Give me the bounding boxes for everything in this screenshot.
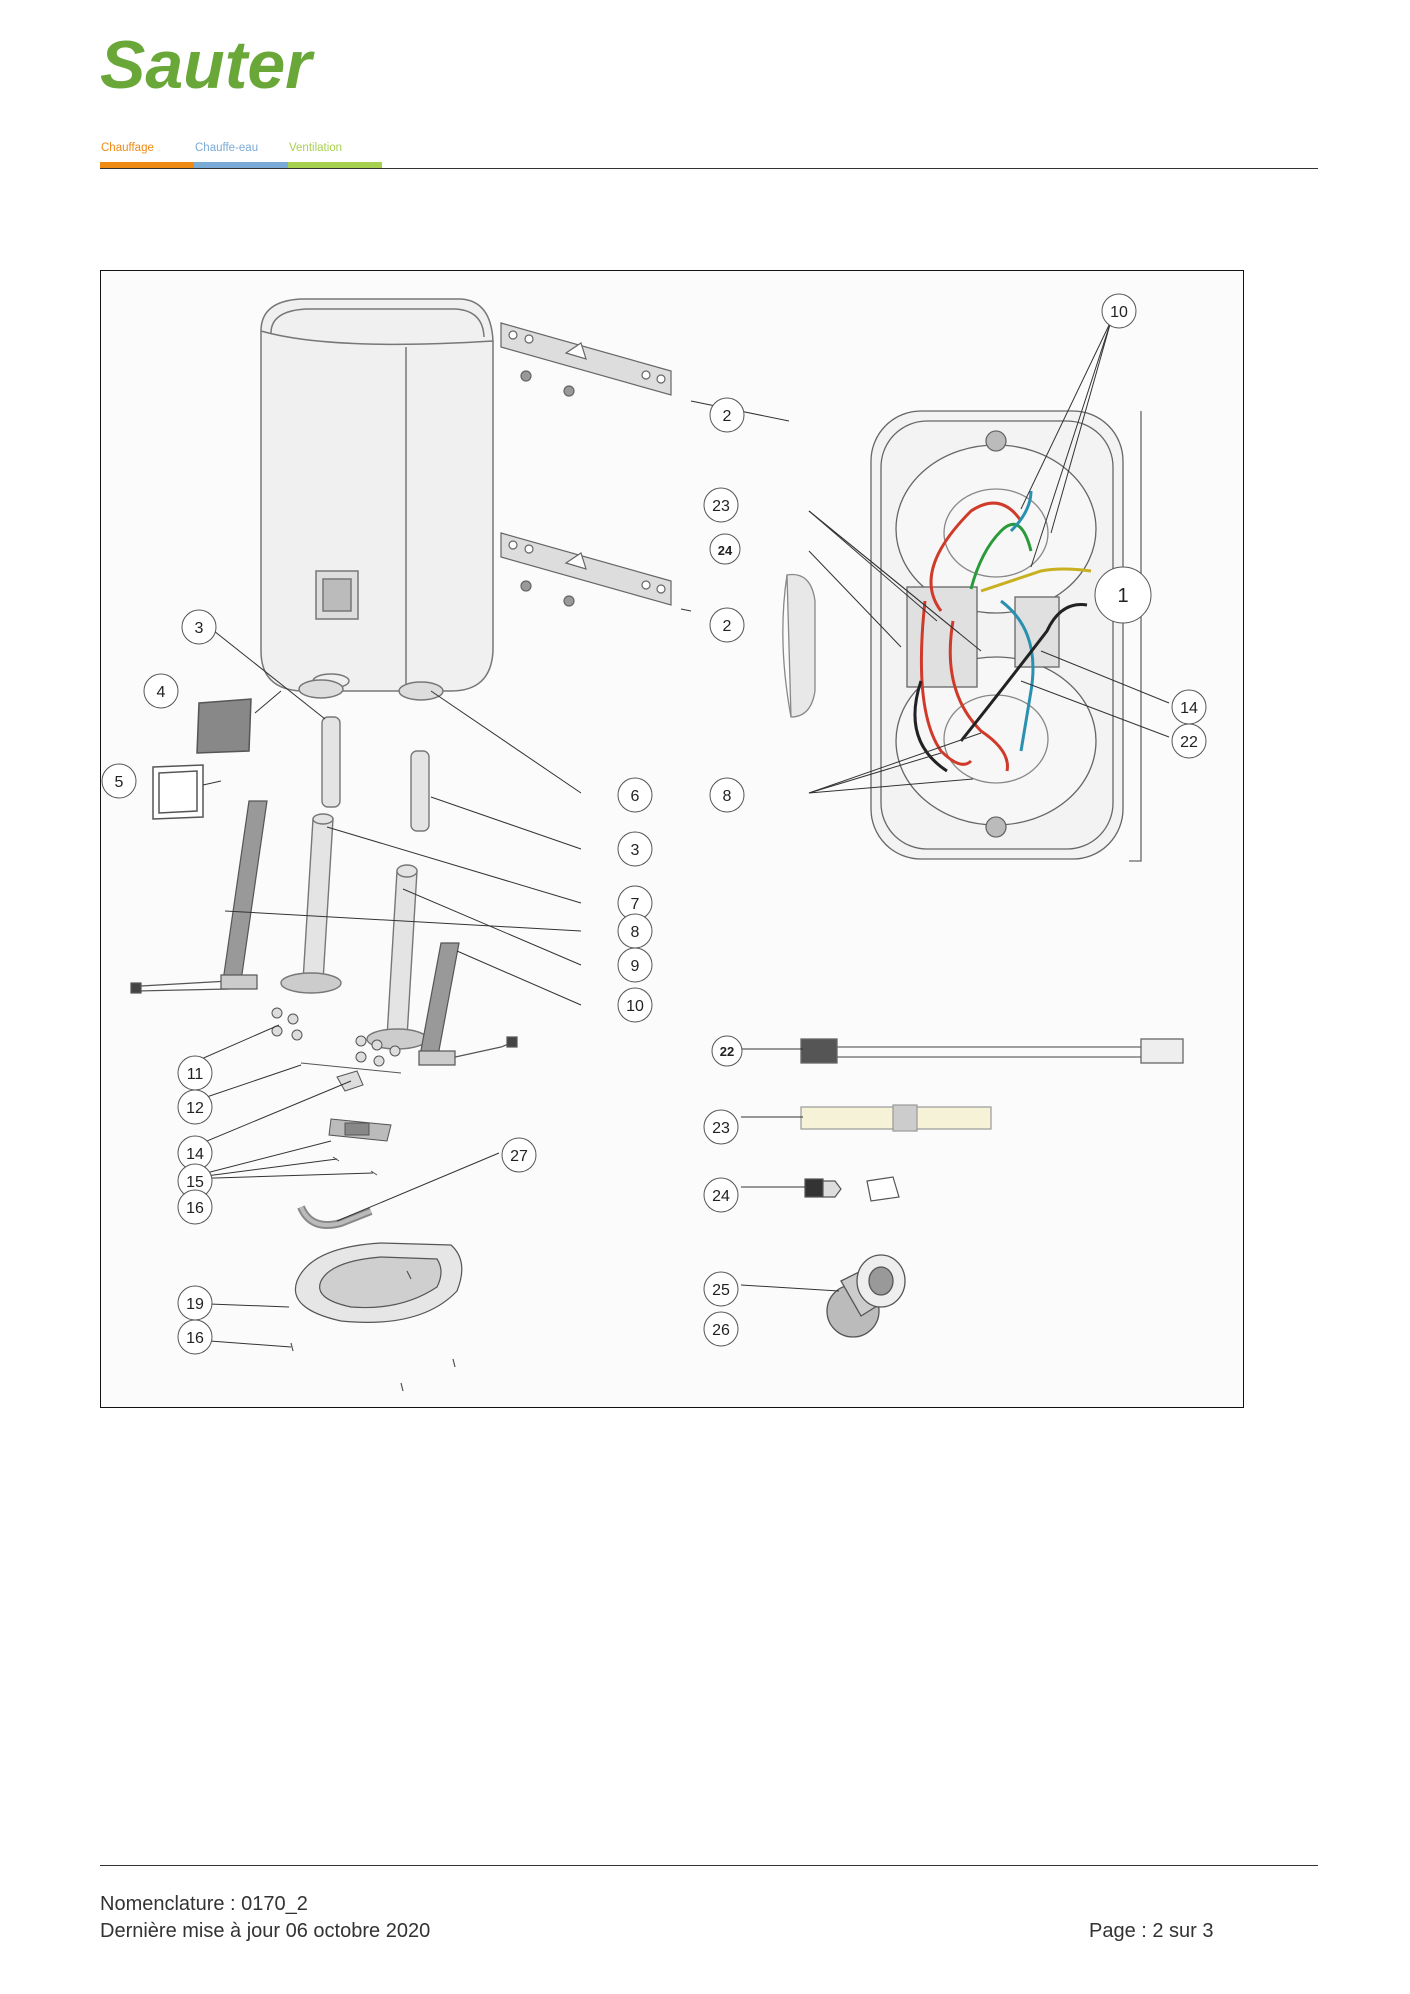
callout-14-right-label: 14: [1180, 700, 1198, 717]
callout-22-right-label: 22: [1180, 734, 1198, 751]
callout-8-mid: 8: [617, 913, 653, 949]
logo-wordmark: Sauter: [100, 30, 315, 100]
category-chauffe-eau-bar: [194, 162, 288, 168]
wiring: [913, 490, 1092, 773]
footer-rule: [100, 1865, 1318, 1866]
sauter-logo: Sauter: [98, 27, 388, 103]
callout-12-label: 12: [186, 1100, 204, 1117]
callout-24-top-label: 24: [718, 543, 733, 558]
callout-19: 19: [177, 1285, 213, 1321]
callout-7-label: 7: [631, 896, 640, 913]
callout-25: 25: [703, 1271, 739, 1307]
display-parts: [152, 698, 252, 820]
callout-10-top-label: 10: [1110, 304, 1128, 321]
footer-page-number: Page : 2 sur 3: [1089, 1920, 1214, 1942]
callout-1-label: 1: [1117, 585, 1128, 607]
category-ventilation-bar: [288, 162, 382, 168]
callout-16-bottom: 16: [177, 1319, 213, 1355]
exploded-view-diagram: 10 2 23 24 1 2 3 4 5 6 8 14 22 3 7 8 9 1…: [100, 270, 1244, 1408]
callout-23-top: 23: [703, 487, 739, 523]
callout-27: 27: [501, 1137, 537, 1173]
connector-24: [804, 1176, 900, 1202]
callout-2-bottom: 2: [709, 607, 745, 643]
tank: [260, 298, 494, 701]
callout-12: 12: [177, 1089, 213, 1125]
thermostat-knob-24: [782, 573, 816, 718]
callout-2-top-label: 2: [723, 408, 732, 425]
category-chauffe-eau-label: Chauffe-eau: [195, 142, 259, 154]
small-hardware: [271, 1007, 402, 1229]
header-rule: [100, 168, 1318, 169]
callout-3-left: 3: [181, 609, 217, 645]
exploded-view-svg: 10 2 23 24 1 2 3 4 5 6 8 14 22 3 7 8 9 1…: [101, 293, 1207, 1392]
anodes: [280, 716, 430, 1050]
category-ventilation: Ventilation: [288, 142, 382, 168]
callout-16-top: 16: [177, 1189, 213, 1225]
callout-6: 6: [617, 777, 653, 813]
footer-last-update: Dernière mise à jour 06 octobre 2020: [100, 1920, 431, 1942]
callout-16-top-label: 16: [186, 1200, 204, 1217]
callout-22-bottom-label: 22: [720, 1044, 734, 1059]
callout-3-mid: 3: [617, 831, 653, 867]
callout-5: 5: [101, 763, 137, 799]
callout-3-mid-label: 3: [631, 842, 640, 859]
callout-22-right: 22: [1171, 723, 1207, 759]
callout-15-label: 15: [186, 1174, 204, 1191]
wall-bracket-bottom: [500, 532, 672, 607]
callout-16-bottom-label: 16: [186, 1330, 204, 1347]
callout-26-label: 26: [712, 1322, 730, 1339]
fitting-25-26: [826, 1254, 906, 1338]
cable-22: [800, 1038, 1184, 1064]
callout-27-label: 27: [510, 1148, 528, 1165]
category-chauffage-label: Chauffage: [101, 142, 154, 154]
callout-14-right: 14: [1171, 689, 1207, 725]
callout-22-bottom: 22: [711, 1035, 743, 1067]
electrical-compartment: [870, 410, 1142, 862]
callout-8-right-label: 8: [723, 788, 732, 805]
callout-23-bottom: 23: [703, 1109, 739, 1145]
callout-23-bottom-label: 23: [712, 1120, 730, 1137]
footer-nomenclature: Nomenclature : 0170_2: [100, 1893, 308, 1915]
callout-11-label: 11: [187, 1066, 204, 1083]
callout-9-label: 9: [631, 958, 640, 975]
callout-10-mid: 10: [617, 987, 653, 1023]
wall-bracket-top: [500, 322, 672, 397]
callout-24-top: 24: [709, 533, 741, 565]
callout-10-mid-label: 10: [626, 998, 644, 1015]
category-bar: Chauffage Chauffe-eau Ventilation: [100, 142, 382, 168]
callout-9: 9: [617, 947, 653, 983]
callout-4: 4: [143, 673, 179, 709]
callout-4-label: 4: [157, 684, 166, 701]
callout-1: 1: [1094, 566, 1152, 624]
callout-8-mid-label: 8: [631, 924, 640, 941]
category-chauffe-eau: Chauffe-eau: [194, 142, 288, 168]
callout-11: 11: [177, 1055, 213, 1091]
category-chauffage-bar: [100, 162, 194, 168]
callout-3-left-label: 3: [195, 620, 204, 637]
cable-23: [800, 1104, 992, 1132]
callout-15: 15: [177, 1163, 213, 1199]
nuts: [271, 1007, 401, 1067]
callout-2-top: 2: [709, 397, 745, 433]
category-ventilation-label: Ventilation: [289, 142, 343, 154]
callout-24-bottom: 24: [703, 1177, 739, 1213]
callout-14-left-label: 14: [186, 1146, 204, 1163]
callout-5-label: 5: [115, 774, 124, 791]
callout-25-label: 25: [712, 1282, 730, 1299]
callout-19-label: 19: [186, 1296, 204, 1313]
base-cover: [290, 1242, 463, 1392]
callout-6-label: 6: [631, 788, 640, 805]
callout-2-bottom-label: 2: [723, 618, 732, 635]
heating-elements: [130, 800, 518, 1066]
callout-24-bottom-label: 24: [712, 1188, 730, 1205]
callout-8-right: 8: [709, 777, 745, 813]
callout-10-top: 10: [1101, 293, 1137, 329]
callout-26: 26: [703, 1311, 739, 1347]
callout-14-left: 14: [177, 1135, 213, 1171]
callout-23-top-label: 23: [712, 498, 730, 515]
category-chauffage: Chauffage: [100, 142, 194, 168]
callouts: 10 2 23 24 1 2 3 4 5 6 8 14 22 3 7 8 9 1…: [101, 293, 1207, 1355]
